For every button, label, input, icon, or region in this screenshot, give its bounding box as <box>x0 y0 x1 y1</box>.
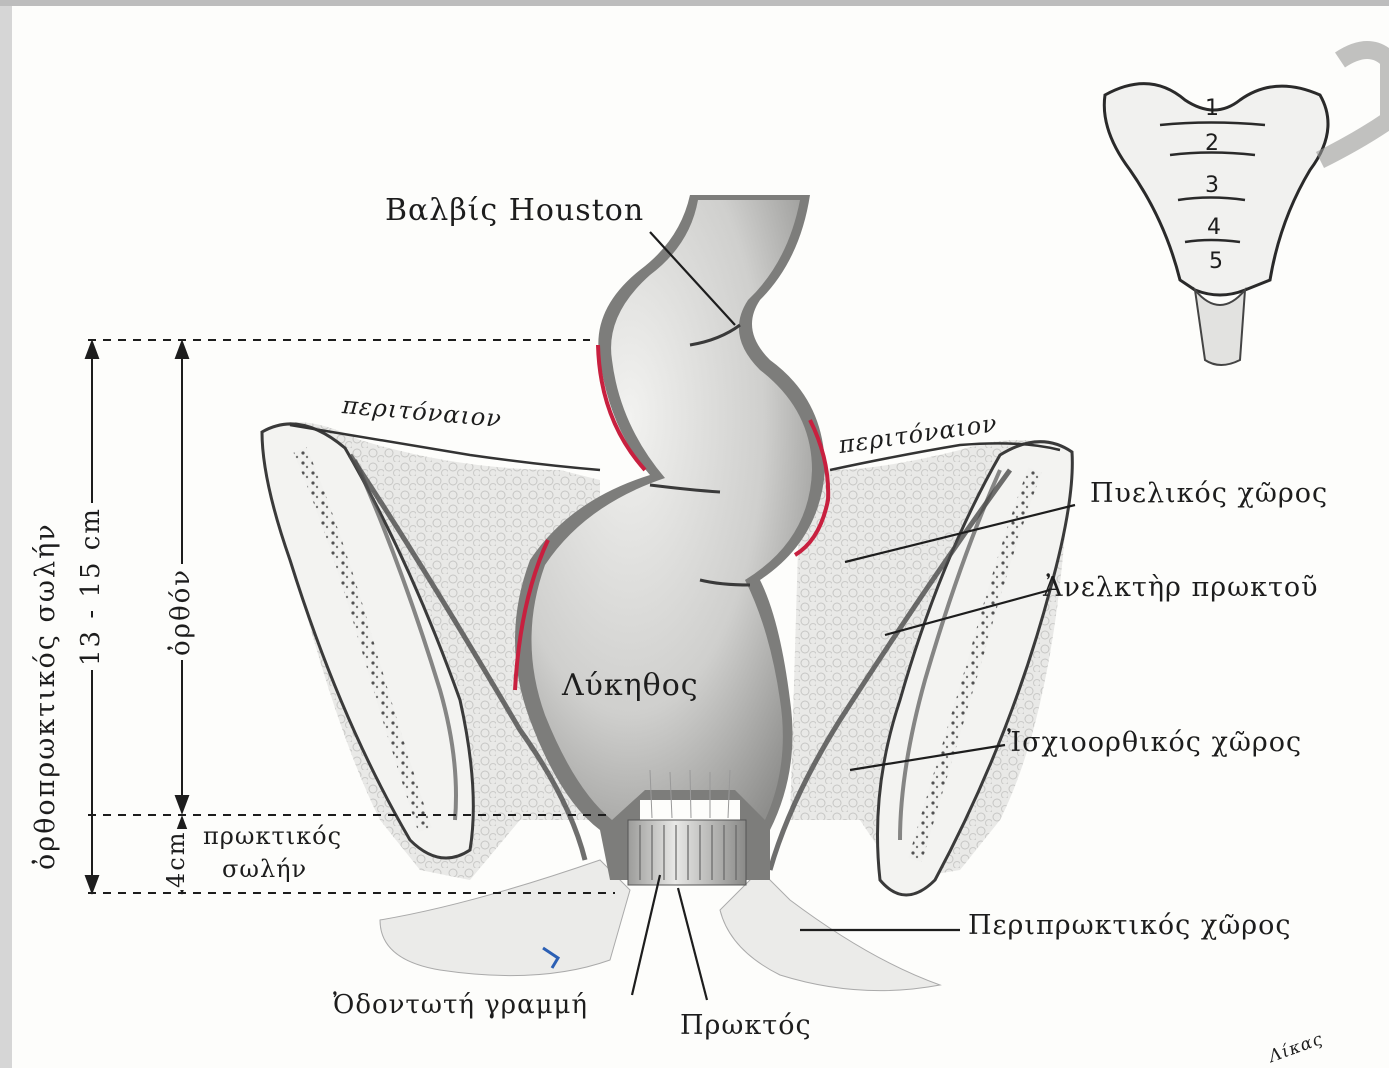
sacrum-number-1: 1 <box>1205 96 1219 121</box>
label-rectum: ὀρθόν <box>166 564 196 660</box>
sacrum-illustration <box>1104 50 1389 365</box>
sacrum-number-4: 4 <box>1207 215 1221 240</box>
label-anorectal-canal: ὀρθοπρωκτικός σωλήν <box>30 522 61 870</box>
label-ischiorectal-space: Ἰσχιοορθικός χῶρος <box>1007 727 1302 758</box>
label-levator-ani: Ἀνελκτὴρ πρωκτοῦ <box>1043 572 1319 603</box>
label-anus: Πρωκτός <box>680 1010 812 1041</box>
sacrum-number-2: 2 <box>1205 131 1219 156</box>
label-pelvic-space: Πυελικός χῶρος <box>1090 478 1328 509</box>
page-shadow-top <box>0 0 1389 6</box>
sacrum-number-5: 5 <box>1209 249 1223 274</box>
label-anal-canal: πρωκτικός <box>203 822 342 850</box>
label-rectal-ampulla: Λύκηθος <box>562 668 699 703</box>
label-rectal-length: 13 - 15 cm <box>76 503 106 670</box>
label-dentate-line: Ὀδοντωτή γραμμή <box>333 990 588 1020</box>
label-houston-valve: Βαλβίς Houston <box>385 193 644 228</box>
sacrum-number-3: 3 <box>1205 173 1219 198</box>
label-perianal-space: Περιπρωκτικός χῶρος <box>968 910 1292 941</box>
page-shadow-left <box>0 0 12 1068</box>
label-anal-canal-2: σωλήν <box>222 855 307 883</box>
rectum <box>515 195 825 885</box>
label-anal-length: 4cm <box>162 829 190 890</box>
